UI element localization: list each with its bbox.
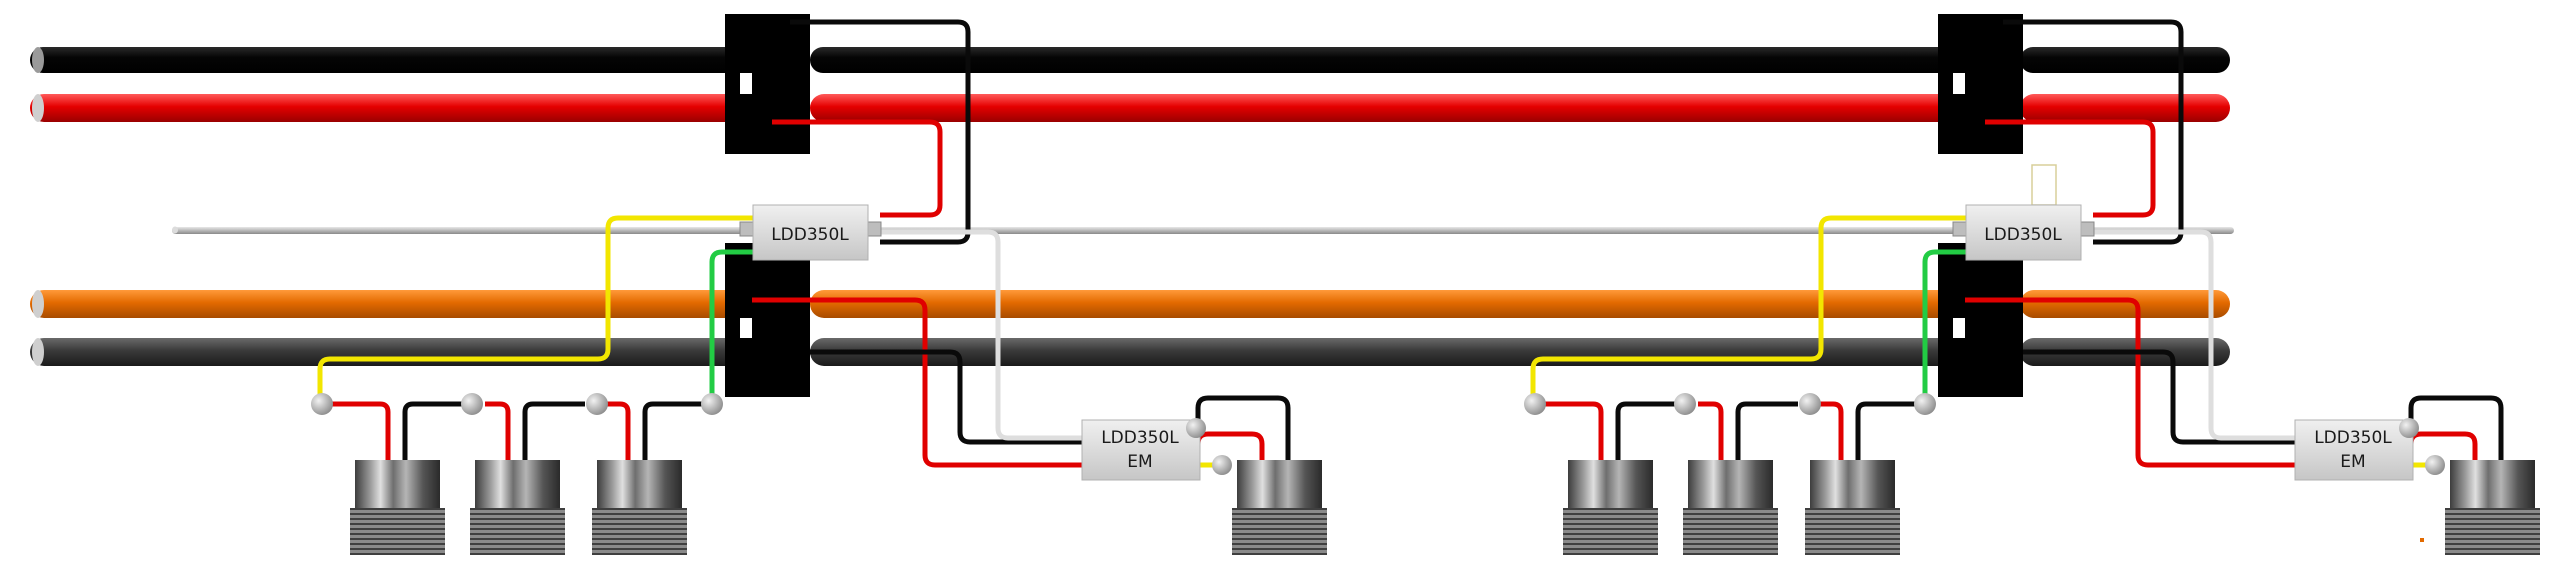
lamp: [350, 460, 445, 555]
connector-cap: [1674, 393, 1696, 415]
connector-cap: [311, 393, 333, 415]
wire-black: [2003, 19, 2184, 245]
cable-orange-right: [2020, 290, 2230, 318]
junction-box-top: [725, 14, 810, 154]
em-driver-label-line2: EM: [1127, 452, 1152, 472]
wire-white: [2093, 229, 2298, 441]
cable-gray: [172, 227, 2234, 234]
wire-red: [1965, 297, 2298, 468]
wire-black: [810, 349, 1085, 445]
cable-orange-left: [30, 290, 750, 318]
lamp-emergency: [2445, 460, 2540, 555]
marker-dot: [2420, 538, 2424, 542]
lamp-wire-red: [330, 401, 391, 460]
cable-red-right: [2020, 94, 2230, 122]
wire-red: [1985, 119, 2156, 218]
connector-cap: [461, 393, 483, 415]
lamp-wire-red: [1543, 401, 1604, 460]
em-driver-label-line1: LDD350L: [2314, 428, 2392, 448]
cable-black-left: [30, 47, 750, 73]
wire-red: [1195, 431, 1265, 460]
box-gap: [740, 73, 752, 94]
junction-box-bottom: [725, 243, 810, 397]
connector-cap: [1524, 393, 1546, 415]
cable-orange-mid: [810, 290, 1960, 318]
driver-body: [1965, 204, 2082, 261]
lamp: [1805, 460, 1900, 555]
lamp-wire-black: [1615, 401, 1678, 460]
lamp-emergency: [1232, 460, 1327, 555]
box-gap: [1953, 318, 1965, 338]
em-driver-label-line1: LDD350L: [1101, 428, 1179, 448]
connector-cap: [1186, 418, 1206, 438]
lamp-wire-black: [1855, 401, 1918, 460]
cable-darkgray-left: [30, 338, 750, 366]
lamp-wire-red: [1698, 401, 1724, 460]
wire-green: [709, 249, 755, 402]
driver-tab: [2031, 164, 2057, 206]
em-driver-body: [2294, 419, 2414, 481]
cable-red-left: [30, 94, 750, 122]
lamp-wire-black: [402, 401, 465, 460]
cable-darkgray-mid: [810, 338, 1960, 366]
wire-red: [772, 119, 943, 218]
lamp-wire-red: [1818, 401, 1844, 460]
lamp: [1563, 460, 1658, 555]
em-driver-label-line2: EM: [2340, 452, 2365, 472]
connector-cap: [586, 393, 608, 415]
lamp: [1683, 460, 1778, 555]
cable-end-cap: [32, 94, 44, 122]
group-right: LDD350L LDD350L EM: [1524, 14, 2540, 555]
wire-yellow: [1530, 215, 1968, 400]
junction-box-top: [1938, 14, 2023, 154]
cable-end-cap: [32, 290, 44, 318]
driver-label: LDD350L: [771, 225, 849, 245]
lamp-wire-red: [485, 401, 511, 460]
lamp-wire-black: [1735, 401, 1798, 460]
cable-red-mid: [810, 94, 1960, 122]
wire-green: [1922, 249, 1968, 402]
wire-yellow: [317, 215, 755, 400]
wire-red: [2408, 431, 2478, 460]
wire-black: [2408, 395, 2504, 460]
cable-end-cap: [32, 47, 44, 73]
connector-cap: [2399, 418, 2419, 438]
connector-cap: [1799, 393, 1821, 415]
cable-black-mid: [810, 47, 1960, 73]
wire-black: [1195, 395, 1291, 460]
cable-end-cap: [172, 226, 178, 234]
connector-cap: [2425, 455, 2445, 475]
box-gap: [1953, 73, 1965, 94]
connector-cap: [701, 393, 723, 415]
junction-box-bottom: [1938, 243, 2023, 397]
connector-cap: [1914, 393, 1936, 415]
wire-red: [752, 297, 1085, 468]
lamp-wire-red: [605, 401, 631, 460]
lamp-wire-black: [642, 401, 705, 460]
connector-cap: [1212, 455, 1232, 475]
lamp: [592, 460, 687, 555]
box-gap: [740, 318, 752, 338]
wire-white: [880, 229, 1085, 441]
lamp: [470, 460, 565, 555]
group-left: LDD350L LDD350L EM: [311, 14, 1327, 555]
wire-black: [790, 19, 971, 245]
main-cables: [30, 47, 2234, 366]
cable-black-right: [2020, 47, 2230, 73]
em-driver-body: [1081, 419, 1201, 481]
cable-end-cap: [32, 338, 44, 366]
driver-body: [752, 204, 869, 261]
lamp-wire-black: [522, 401, 585, 460]
driver-label: LDD350L: [1984, 225, 2062, 245]
wire-black: [2023, 349, 2298, 445]
